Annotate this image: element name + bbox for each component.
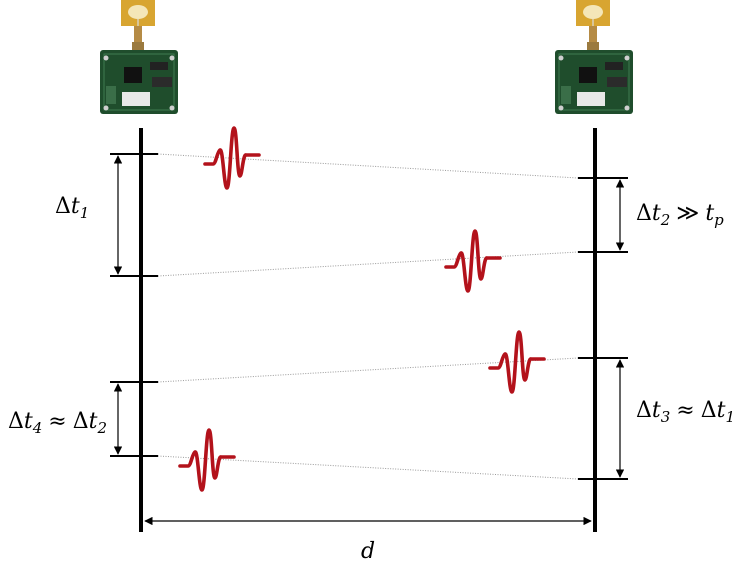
rf-pulse-icon <box>203 126 261 190</box>
rf-pulse-icon <box>488 330 546 394</box>
label-dt3: Δt3≈Δt1 <box>636 398 735 426</box>
message-path-2 <box>157 251 579 277</box>
node-right-board-icon <box>554 0 634 115</box>
label-dt1: Δt1 <box>55 194 90 222</box>
rf-pulse-icon <box>444 229 502 293</box>
label-dt2: Δt2≫tp <box>636 201 724 229</box>
message-path-4 <box>157 455 579 480</box>
message-path-1 <box>157 153 579 179</box>
node-left-board-icon <box>99 0 179 115</box>
label-distance: d <box>361 539 376 564</box>
label-dt4: Δt4≈Δt2 <box>8 409 107 437</box>
